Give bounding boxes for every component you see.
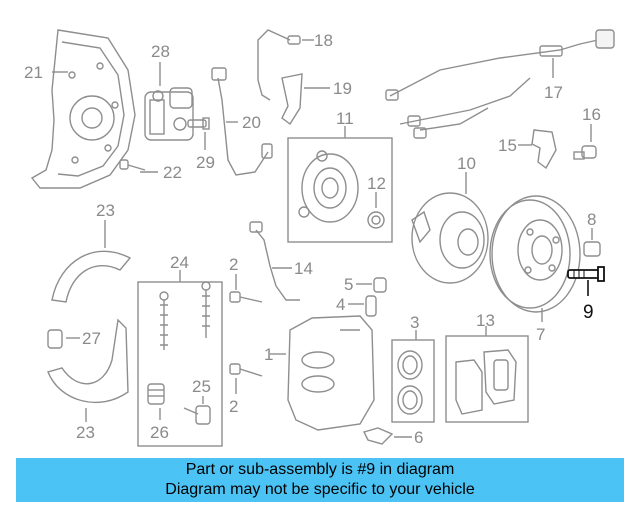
callout-6: 6 (414, 428, 423, 447)
part-8-cap (583, 241, 601, 257)
callout-24: 24 (170, 253, 189, 272)
callout-23a: 23 (96, 201, 115, 220)
group-box-3 (391, 339, 435, 423)
callout-19: 19 (333, 79, 352, 98)
part-2-bolt-lower (229, 363, 263, 377)
callout-27: 27 (82, 329, 101, 348)
callout-17: 17 (544, 83, 563, 102)
part-7-brake-rotor (489, 195, 581, 313)
group-box-11 (287, 137, 393, 243)
callout-13: 13 (476, 311, 495, 330)
part-4-bleeder-valve (365, 295, 377, 317)
part-21-dust-shield (30, 29, 136, 189)
part-17-wear-sensor (385, 29, 615, 139)
part-10-wheel-hub (411, 192, 489, 284)
callout-2b: 2 (229, 397, 238, 416)
callout-23b: 23 (76, 423, 95, 442)
callout-14: 14 (294, 259, 313, 278)
callout-4: 4 (336, 295, 345, 314)
callout-3: 3 (410, 313, 419, 332)
callout-9: 9 (583, 302, 594, 323)
part-26-spring (147, 383, 165, 405)
callout-18: 18 (314, 31, 333, 50)
part-29-bolt (187, 117, 210, 130)
part-11-hub-bearing (298, 150, 359, 223)
part-3-seals (397, 350, 423, 415)
part-22-bolt (119, 159, 146, 171)
callout-1: 1 (264, 345, 273, 364)
info-banner: Part or sub-assembly is #9 in diagram Di… (16, 458, 624, 502)
part-18-brake-line (257, 29, 301, 101)
part-9-bolt (567, 266, 605, 282)
callout-8: 8 (587, 210, 596, 229)
part-13-brake-pads (455, 349, 517, 415)
part-2-bolt-upper (229, 291, 263, 303)
part-20-brake-hose (211, 67, 273, 176)
part-12-nut (367, 211, 385, 229)
part-27-adjuster (47, 329, 63, 349)
callout-11: 11 (336, 109, 354, 128)
part-16-bolt (573, 145, 597, 160)
part-24-springs (159, 281, 211, 350)
callout-16: 16 (582, 105, 601, 124)
part-28-brake-valve (144, 87, 194, 141)
callout-2a: 2 (229, 255, 238, 274)
callout-25: 25 (192, 377, 211, 396)
callout-7: 7 (536, 325, 545, 344)
callout-20: 20 (242, 113, 261, 132)
callout-15: 15 (498, 136, 517, 155)
part-23-brake-shoe-lower (47, 318, 129, 404)
callout-29: 29 (196, 153, 215, 172)
callout-26: 26 (150, 423, 169, 442)
callout-28: 28 (151, 42, 170, 61)
part-14-wear-sensor (249, 221, 300, 301)
callout-5: 5 (344, 275, 353, 294)
callout-21: 21 (24, 63, 43, 82)
banner-line-1: Part or sub-assembly is #9 in diagram (185, 461, 455, 478)
part-19-bracket (281, 73, 303, 126)
callout-12: 12 (367, 174, 386, 193)
banner-line-2: Diagram may not be specific to your vehi… (165, 481, 475, 498)
group-box-13 (445, 335, 529, 423)
part-25-pin (183, 405, 211, 425)
part-1-brake-caliper (287, 315, 375, 431)
part-15-speed-sensor (531, 129, 557, 170)
callout-22: 22 (163, 163, 182, 182)
part-23-brake-shoe-upper (51, 250, 132, 303)
part-5-cap (373, 277, 387, 293)
part-6-clip (362, 427, 394, 445)
callout-10: 10 (457, 154, 476, 173)
